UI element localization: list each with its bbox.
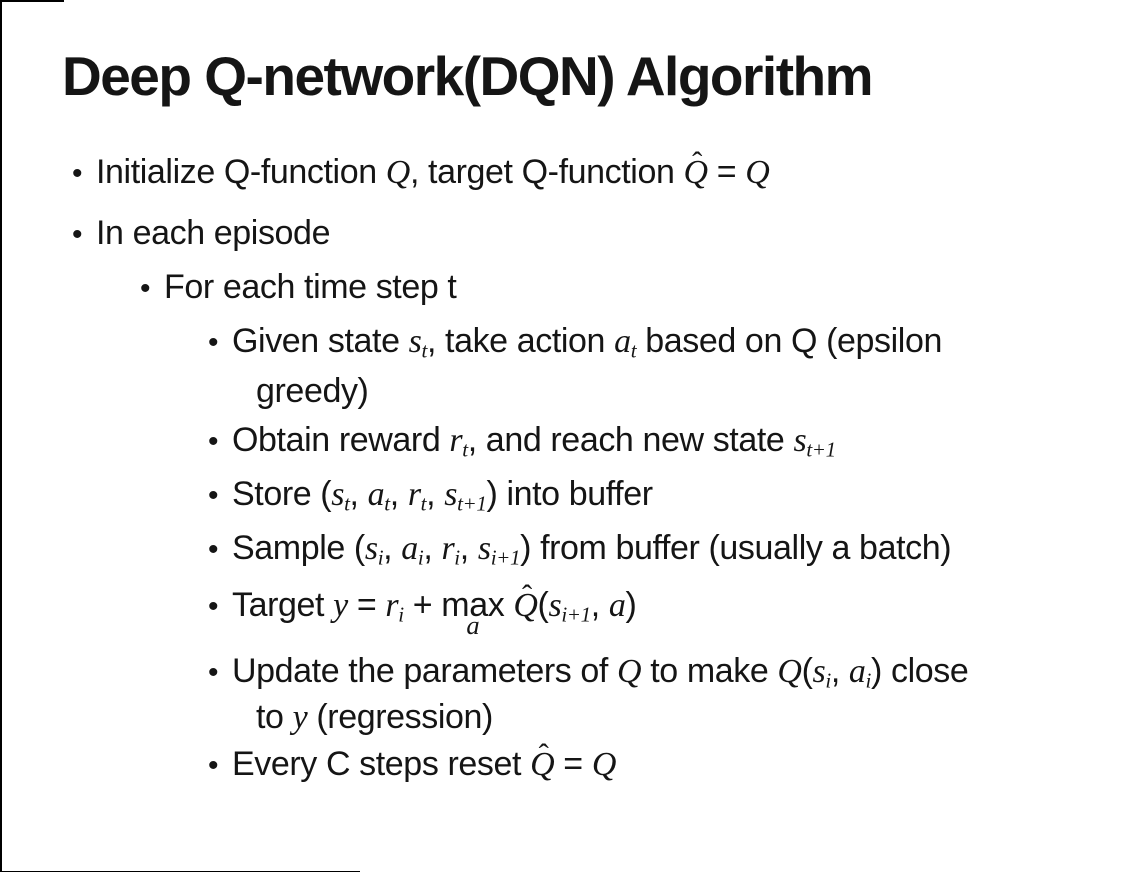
bullet-icon: • <box>208 479 219 512</box>
bullet-line: • In each episode <box>64 211 1104 257</box>
bullet-text: Sample (si, ai, ri, si+1) from buffer (u… <box>232 529 952 570</box>
bullet-line-continuation: • greedy) <box>64 369 1104 415</box>
bullet-text: greedy) <box>256 372 369 410</box>
bullet-line: • Sample (si, ai, ri, si+1) from buffer … <box>64 526 1104 572</box>
page-edge-top <box>0 0 64 2</box>
bullet-list: • Initialize Q-function Q, target Q-func… <box>64 145 1104 788</box>
page-edge-left <box>0 0 2 872</box>
bullet-line: • Store (st, at, rt, st+1) into buffer <box>64 472 1104 518</box>
bullet-text: to y (regression) <box>256 698 493 736</box>
slide-title: Deep Q-network(DQN) Algorithm <box>62 45 874 107</box>
bullet-icon: • <box>208 590 219 623</box>
bullet-line: • For each time step t <box>64 265 1104 311</box>
bullet-line: • Obtain reward rt, and reach new state … <box>64 418 1104 464</box>
bullet-text: Initialize Q-function Q, target Q-functi… <box>96 145 770 191</box>
bullet-text: In each episode <box>96 214 331 252</box>
bullet-icon: • <box>208 425 219 458</box>
bullet-icon: • <box>208 326 219 359</box>
bullet-icon: • <box>72 157 83 190</box>
bullet-text: Given state st, take action at based on … <box>232 322 942 363</box>
bullet-text: Update the parameters of Q to make Q(si,… <box>232 652 969 693</box>
bullet-line: • Given state st, take action at based o… <box>64 319 1104 365</box>
bullet-line: • Update the parameters of Q to make Q(s… <box>64 649 1104 695</box>
bullet-icon: • <box>72 218 83 251</box>
bullet-text: Store (st, at, rt, st+1) into buffer <box>232 475 653 516</box>
bullet-icon: • <box>208 533 219 566</box>
bullet-line-continuation: • to y (regression) <box>64 695 1104 741</box>
bullet-line: • Initialize Q-function Q, target Q-func… <box>64 145 1104 196</box>
bullet-text: Obtain reward rt, and reach new state st… <box>232 421 836 462</box>
bullet-icon: • <box>208 749 219 782</box>
bullet-icon: • <box>208 656 219 689</box>
bullet-icon: • <box>140 272 151 305</box>
bullet-text: For each time step t <box>164 268 457 306</box>
